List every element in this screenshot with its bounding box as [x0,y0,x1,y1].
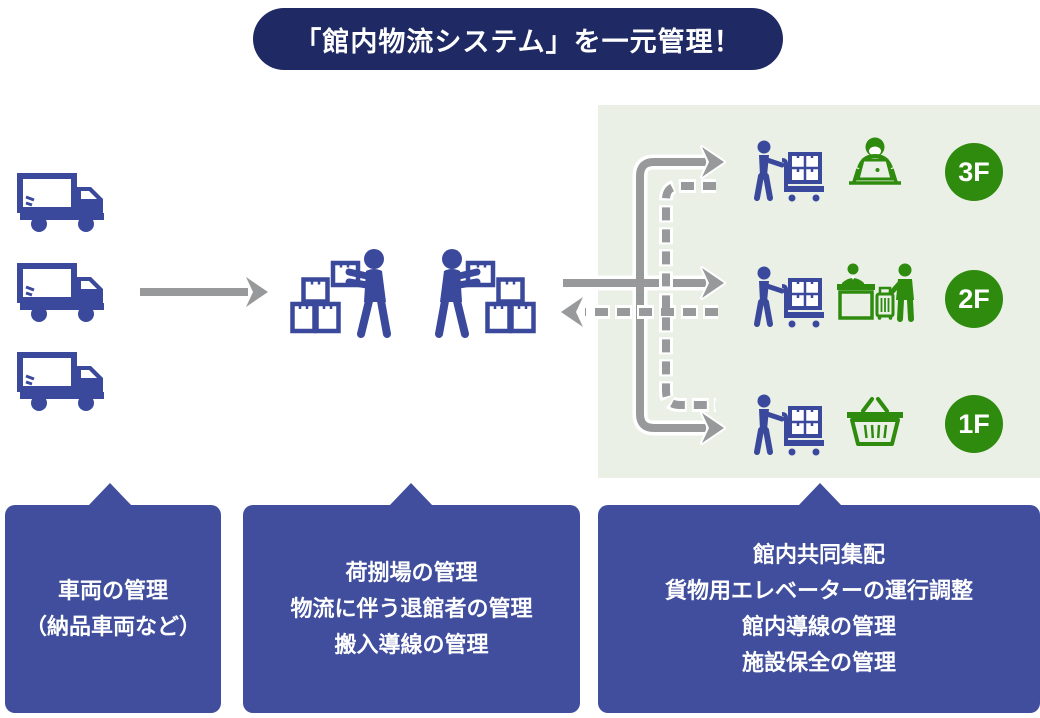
card-pointer [88,483,132,506]
card-line: 物流に伴う退館者の管理 [290,596,533,621]
floor-label: 1F [958,408,990,439]
floor-badge-3f: 3F [945,143,1003,201]
card-line: 施設保全の管理 [741,650,896,675]
card-line: 車両の管理 [57,578,168,603]
title-banner: 「館内物流システム」を一元管理！ [253,8,783,70]
shopping-basket-icon [845,396,905,448]
card-line: 館内共同集配 [752,542,885,567]
card-building-management: 館内共同集配 貨物用エレベーターの運行調整 館内導線の管理 施設保全の管理 [598,483,1040,713]
delivery-truck-icon [16,351,110,413]
loading-dock-workers-icon [288,243,538,338]
delivery-truck-icon [16,262,110,324]
card-line: 館内導線の管理 [741,614,896,639]
card-line: （納品車両など） [24,614,201,639]
floor-label: 3F [958,156,990,187]
floor-badge-2f: 2F [945,270,1003,328]
office-worker-icon [843,136,907,190]
page-title: 「館内物流システム」を一元管理！ [294,26,742,57]
porter-cart-icon [754,266,828,328]
reception-desk-icon [833,262,919,322]
card-line: 搬入導線の管理 [334,632,489,657]
card-line: 荷捌場の管理 [345,560,478,585]
floor-label: 2F [958,283,990,314]
card-line: 貨物用エレベーターの運行調整 [664,578,973,603]
porter-cart-icon [754,394,828,456]
porter-cart-icon [754,140,828,202]
card-pointer [798,483,842,506]
delivery-truck-icon [16,172,110,234]
floor-badge-1f: 1F [945,395,1003,453]
inbound-arrow [140,275,270,309]
card-vehicle-management: 車両の管理 （納品車両など） [5,483,221,713]
card-pointer [389,483,433,506]
card-dock-management: 荷捌場の管理 物流に伴う退館者の管理 搬入導線の管理 [243,483,580,713]
